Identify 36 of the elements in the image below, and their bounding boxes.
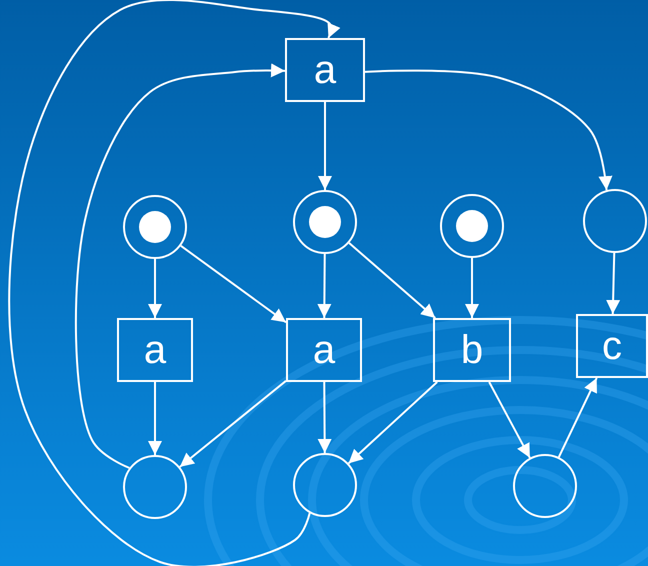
transition-box — [433, 318, 511, 382]
arrow — [558, 378, 598, 458]
arrow — [465, 258, 479, 318]
place-circle — [293, 190, 357, 254]
arrow — [488, 382, 531, 458]
place-circle — [440, 194, 504, 258]
arrow — [318, 382, 332, 454]
arrow — [74, 63, 286, 469]
transition-label: a — [144, 330, 166, 370]
arrow — [180, 245, 287, 324]
token-dot — [139, 211, 171, 243]
arrow — [317, 254, 332, 318]
arrow — [8, 0, 340, 566]
arrow — [318, 102, 332, 190]
place-circle — [123, 195, 187, 259]
arrow — [348, 381, 438, 464]
transition-box — [286, 318, 362, 382]
transition-box — [117, 318, 193, 382]
transition-box — [285, 38, 365, 102]
place-circle — [583, 189, 647, 253]
place-circle — [293, 453, 357, 517]
transition-label: b — [460, 330, 484, 370]
arrow — [364, 70, 612, 190]
place-circle — [123, 455, 187, 519]
arrow — [606, 252, 620, 314]
transition-label: c — [602, 326, 622, 366]
arrow — [348, 242, 436, 319]
arrow — [148, 382, 162, 455]
transition-label: a — [314, 50, 336, 90]
token-dot — [309, 206, 341, 238]
arrow — [148, 259, 162, 318]
token-dot — [456, 210, 488, 242]
place-circle — [513, 454, 577, 518]
transition-box — [576, 314, 648, 378]
transition-label: a — [312, 330, 336, 370]
arrow — [179, 380, 287, 468]
